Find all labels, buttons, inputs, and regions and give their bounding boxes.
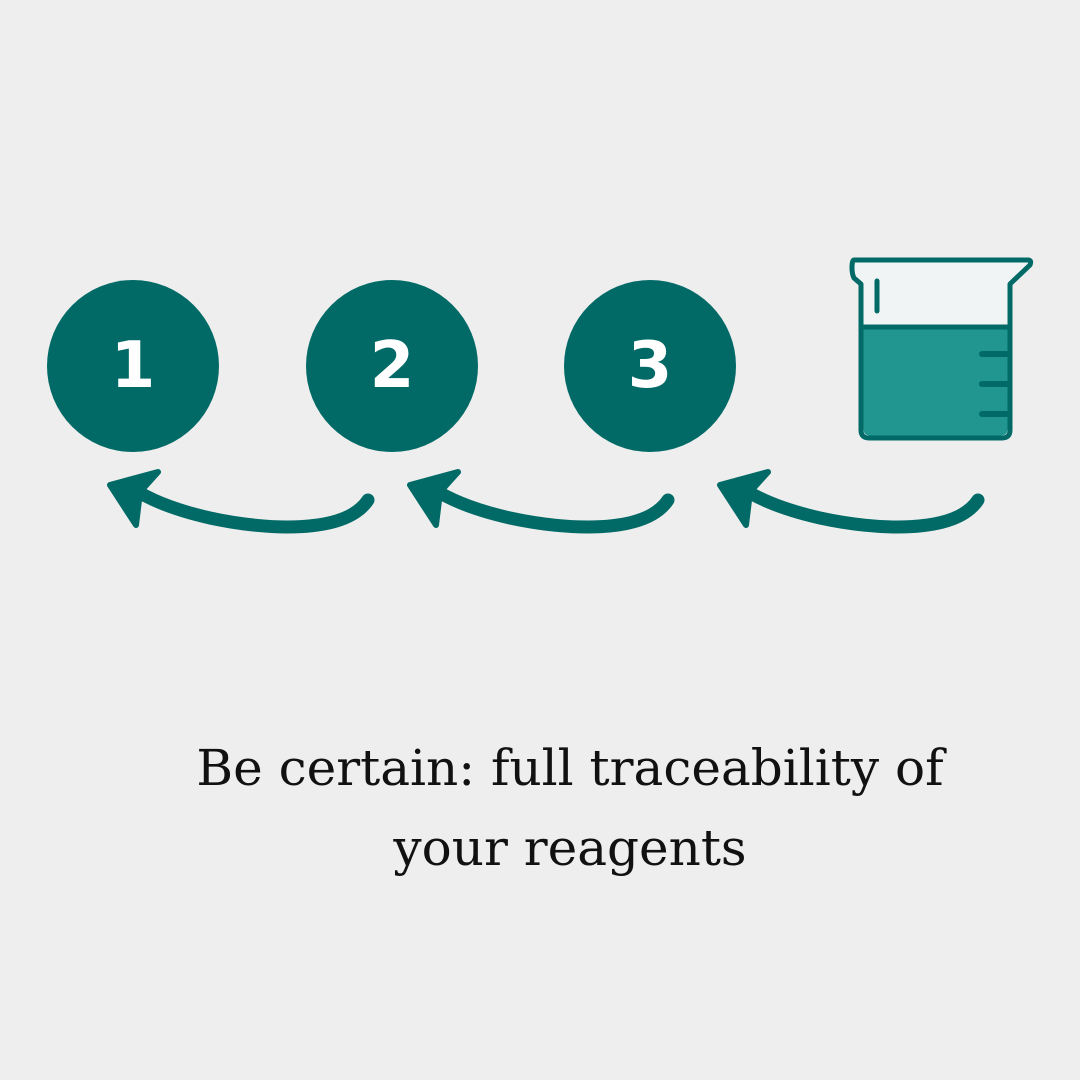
caption-line-1: Be certain: full traceability of — [196, 739, 944, 797]
beaker-icon — [849, 257, 1034, 441]
step-3-circle: 3 — [564, 280, 736, 452]
step-2-circle: 2 — [306, 280, 478, 452]
arrow-1-to-start-icon — [107, 469, 375, 534]
step-2-number: 2 — [369, 329, 415, 403]
caption-line-2: your reagents — [393, 819, 747, 877]
flow-arrows — [107, 469, 985, 534]
step-1-circle: 1 — [47, 280, 219, 452]
arrow-3-to-2-icon — [717, 469, 985, 534]
arrow-2-to-1-icon — [407, 469, 675, 534]
step-3-number: 3 — [627, 329, 673, 403]
step-1-number: 1 — [110, 329, 156, 403]
caption: Be certain: full traceability of your re… — [100, 728, 1040, 888]
